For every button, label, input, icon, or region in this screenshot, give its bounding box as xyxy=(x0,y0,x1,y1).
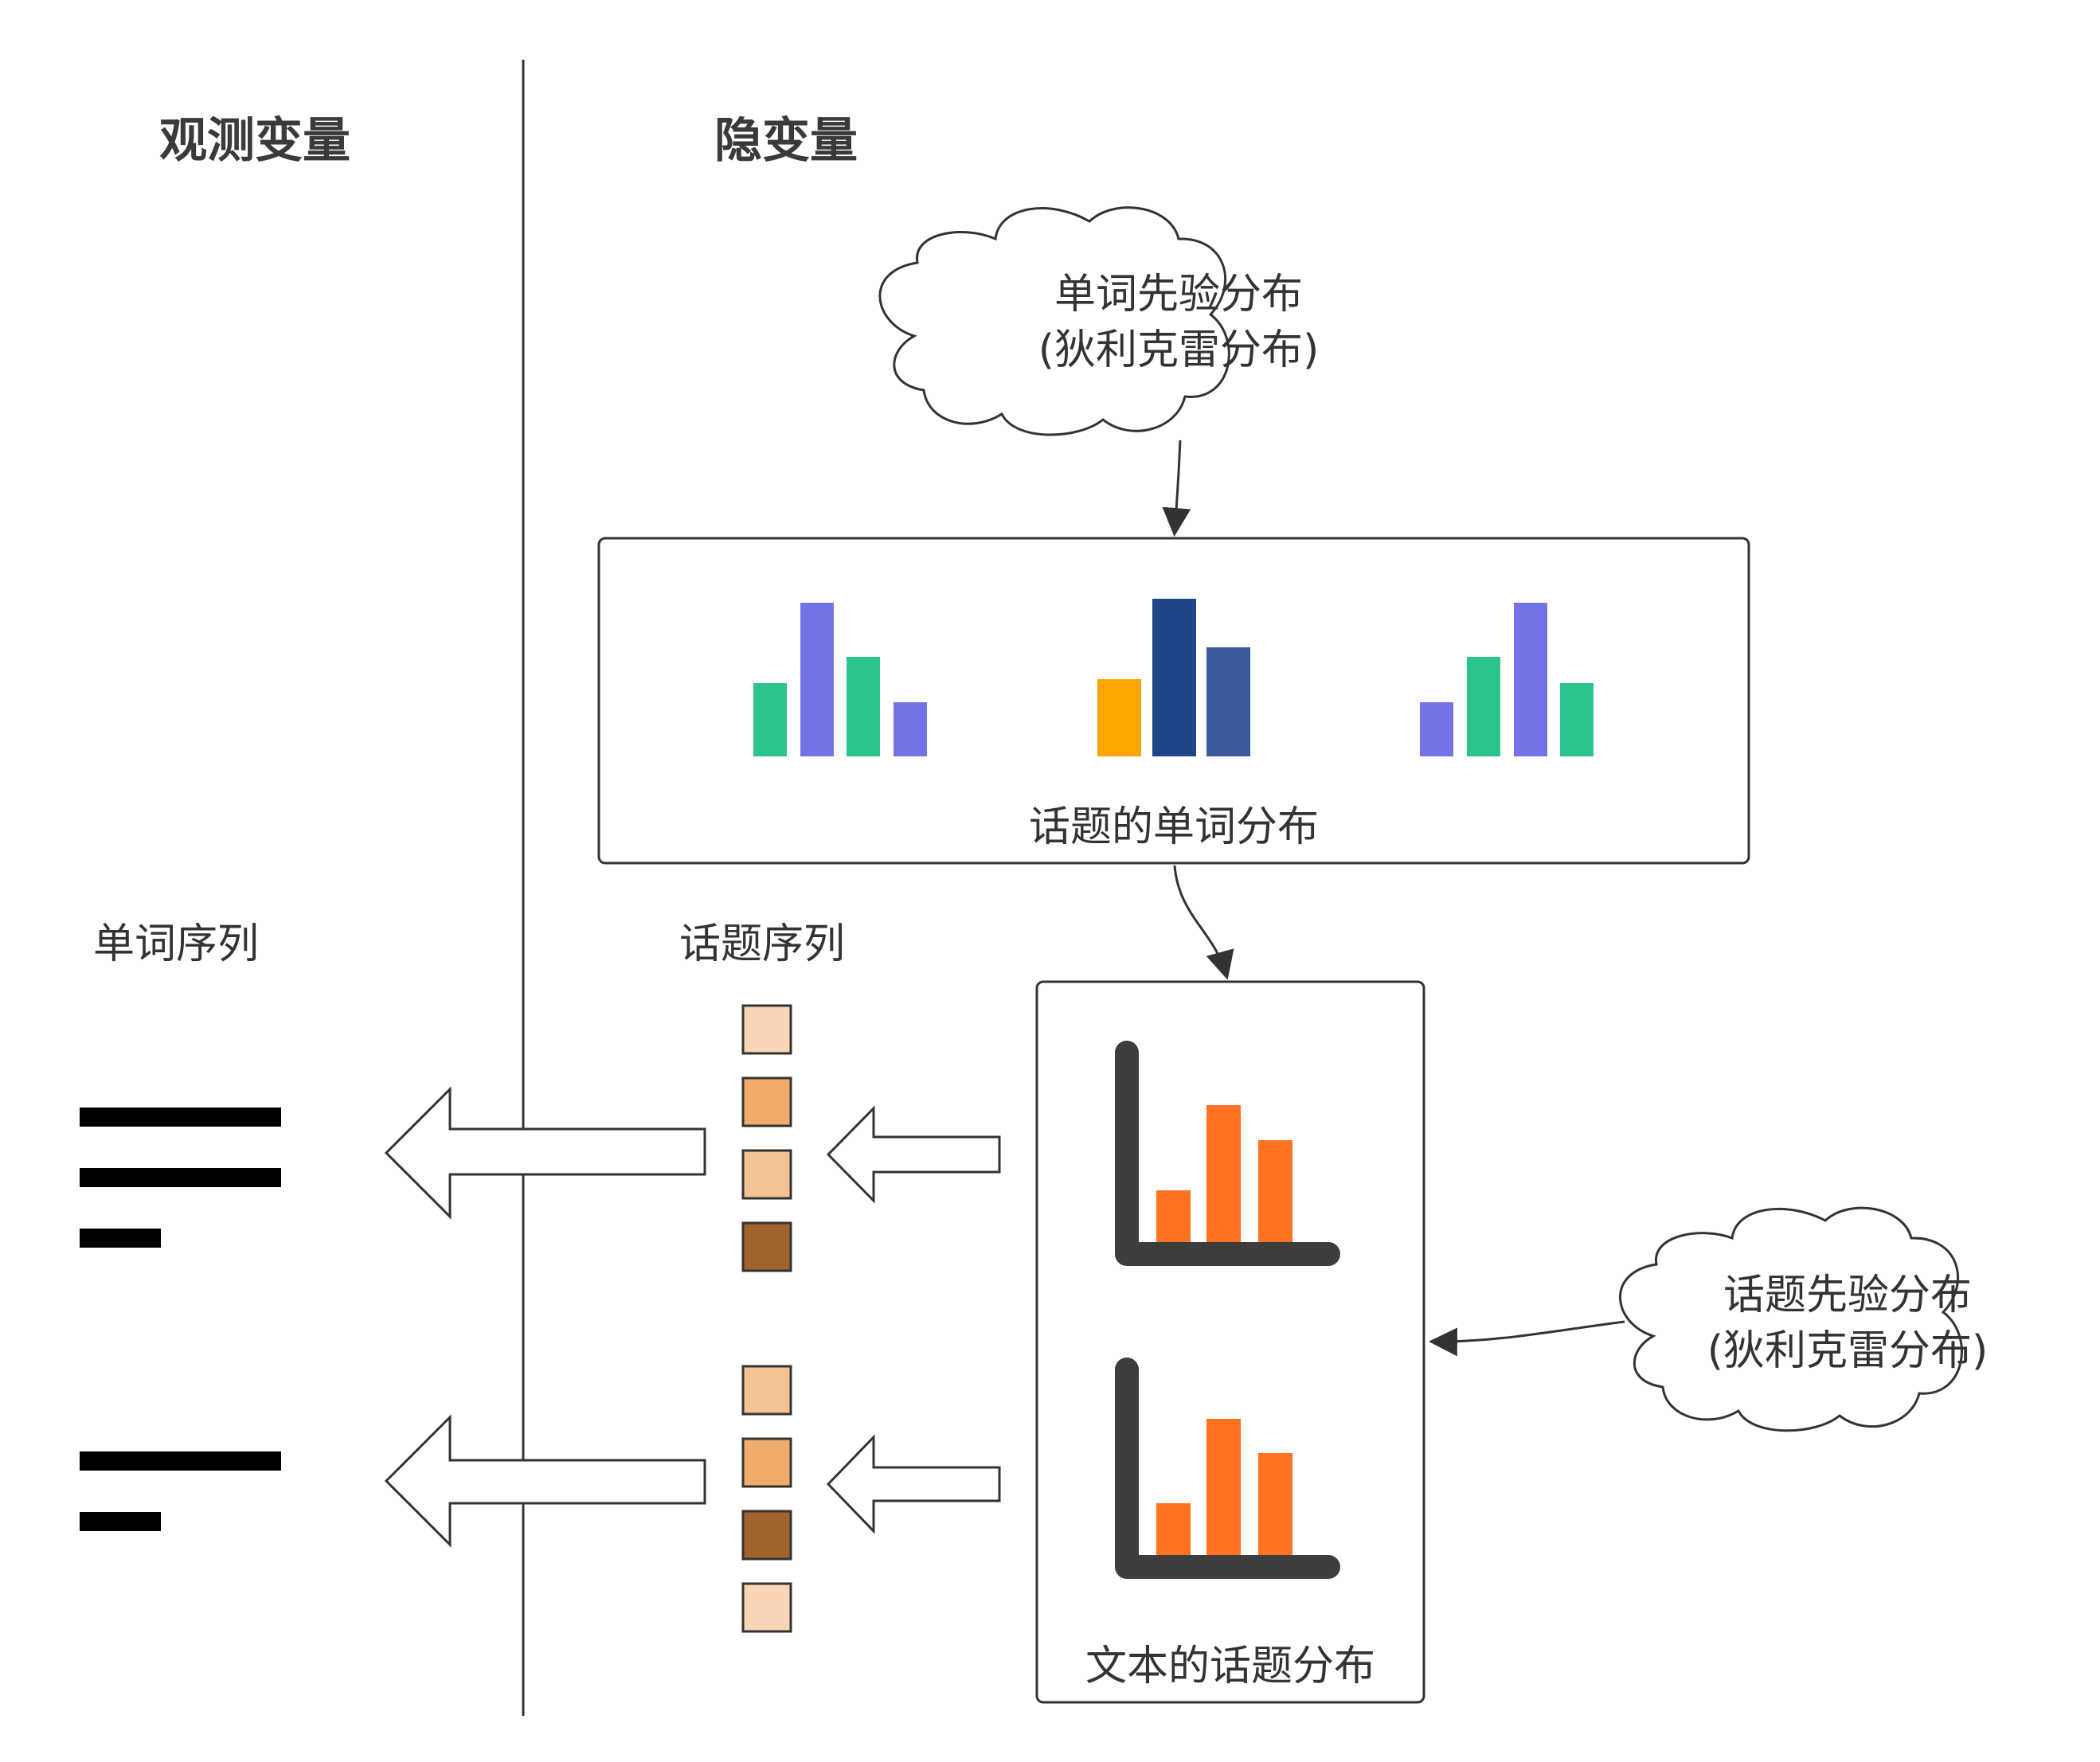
word-sequence-label: 单词序列 xyxy=(93,920,260,968)
topic-word-chart-2 xyxy=(1097,599,1250,756)
topic-prior-line1: 话题先验分布 xyxy=(1723,1272,1972,1319)
hollow-arrow-topics-to-words-2 xyxy=(384,1414,706,1548)
topic-tile xyxy=(741,1149,792,1200)
doc-topic-label: 文本的话题分布 xyxy=(1085,1643,1375,1690)
topic-prior-label: 话题先验分布 (狄利克雷分布) xyxy=(1625,1268,2071,1379)
arrow-topicword-to-doctopic xyxy=(1173,865,1234,980)
hollow-arrow-doc-to-topics-2 xyxy=(826,1434,1001,1534)
latent-variables-header: 隐变量 xyxy=(714,113,858,169)
word-prior-line1: 单词先验分布 xyxy=(1054,271,1303,318)
bar xyxy=(1560,683,1594,756)
topic-tile xyxy=(741,1076,792,1127)
topic-sequence-1 xyxy=(741,1004,792,1272)
text-line xyxy=(80,1168,281,1187)
topic-tile xyxy=(741,1365,792,1416)
topic-tile xyxy=(741,1582,792,1633)
doc-topic-chart-2 xyxy=(1115,1358,1340,1579)
topic-sequence-label: 话题序列 xyxy=(679,920,846,968)
topic-word-label: 话题的单词分布 xyxy=(1028,803,1319,851)
doc-topic-box xyxy=(1035,980,1425,1704)
bar xyxy=(847,657,880,756)
bar xyxy=(1156,1503,1191,1557)
text-line xyxy=(80,1229,161,1248)
bar xyxy=(1467,657,1500,756)
bar xyxy=(1258,1140,1292,1242)
topic-word-chart-3 xyxy=(1420,603,1594,756)
bar xyxy=(1206,1105,1241,1242)
bar xyxy=(1258,1453,1292,1557)
word-sequence-2 xyxy=(80,1451,281,1531)
bar xyxy=(1156,1190,1191,1242)
chart-axis xyxy=(1115,1041,1340,1266)
bar xyxy=(800,603,834,756)
topic-prior-cloud xyxy=(1619,1206,1963,1432)
topic-sequence-2 xyxy=(741,1365,792,1633)
topic-word-chart-1 xyxy=(753,603,927,756)
word-prior-line2: (狄利克雷分布) xyxy=(1038,326,1320,374)
word-sequence-1 xyxy=(80,1108,281,1248)
bar xyxy=(1514,603,1547,756)
hollow-arrow-topics-to-words-1 xyxy=(384,1086,706,1220)
bar xyxy=(753,683,787,756)
text-line xyxy=(80,1512,161,1531)
topic-tile xyxy=(741,1004,792,1055)
bar xyxy=(1206,1419,1241,1557)
bar xyxy=(1097,679,1141,756)
topic-tile xyxy=(741,1510,792,1561)
doc-topic-chart-1 xyxy=(1115,1041,1340,1266)
bar xyxy=(894,702,927,756)
bar xyxy=(1420,702,1453,756)
text-line xyxy=(80,1451,281,1471)
text-line xyxy=(80,1108,281,1127)
topic-prior-line2: (狄利克雷分布) xyxy=(1707,1327,1989,1375)
topic-tile xyxy=(741,1437,792,1488)
bar xyxy=(1206,647,1250,756)
topic-tile xyxy=(741,1221,792,1272)
word-prior-cloud xyxy=(878,206,1230,436)
bar xyxy=(1152,599,1196,756)
arrow-prior-to-topicword xyxy=(1162,440,1191,537)
chart-axis xyxy=(1115,1358,1340,1579)
word-prior-label: 单词先验分布 (狄利克雷分布) xyxy=(956,267,1402,378)
arrow-topicprior-to-doctopic xyxy=(1429,1320,1625,1357)
observed-variables-header: 观测变量 xyxy=(159,113,350,169)
hollow-arrow-doc-to-topics-1 xyxy=(826,1105,1001,1204)
